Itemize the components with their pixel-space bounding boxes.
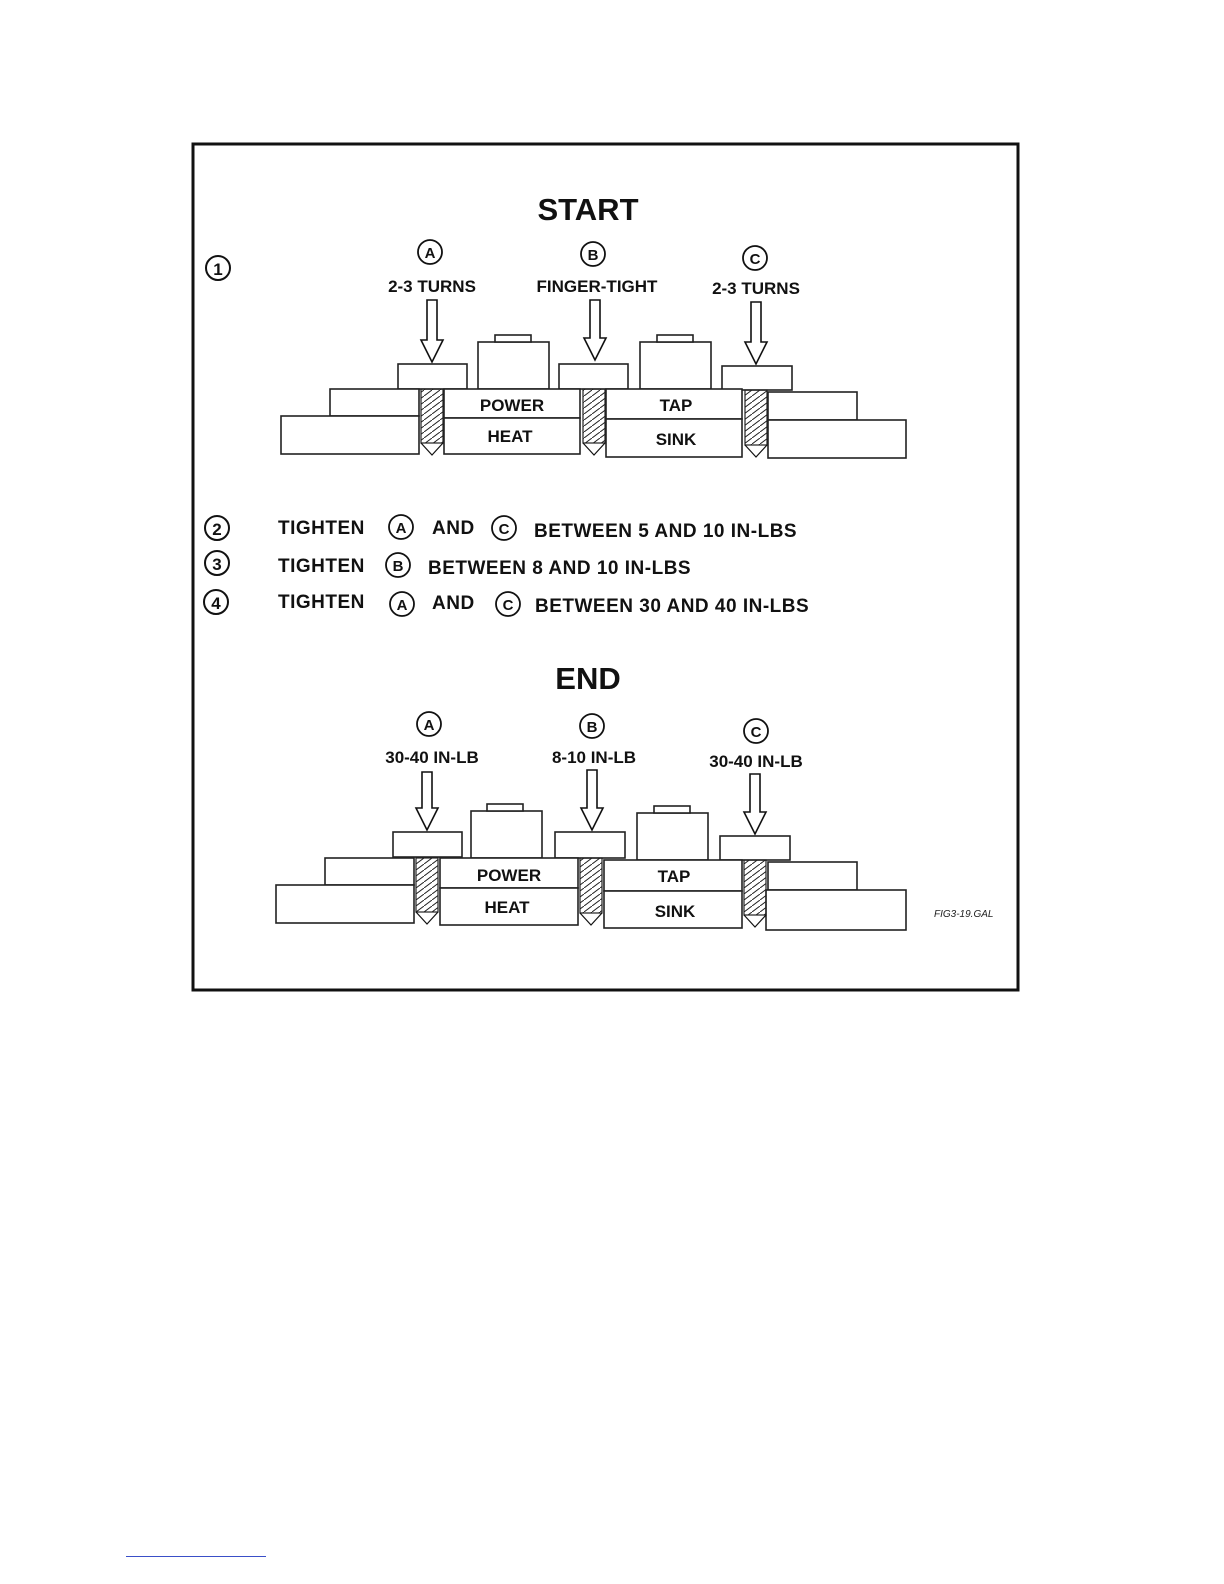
start-component-left xyxy=(478,342,549,389)
start-power-label: POWER xyxy=(480,396,544,415)
start-screw-shaft-b xyxy=(583,389,605,443)
end-tap-label: TAP xyxy=(658,867,691,886)
step-4-text-between: BETWEEN 30 AND 40 IN-LBS xyxy=(535,596,809,617)
start-screw-b-letter: B xyxy=(588,247,599,264)
end-title: END xyxy=(555,661,620,696)
end-arrow-a xyxy=(416,772,438,830)
start-component-right xyxy=(640,342,711,389)
start-tap-label: TAP xyxy=(660,396,693,415)
start-screw-shaft-c xyxy=(745,390,767,445)
start-assembly: POWER HEAT TAP SINK xyxy=(281,335,906,458)
end-screw-shaft-b xyxy=(580,858,602,913)
step-2-circle-a: A xyxy=(396,520,407,537)
end-heat-label: HEAT xyxy=(484,898,530,917)
start-screw-callouts: A 2-3 TURNS B FINGER-TIGHT C 2-3 TURNS xyxy=(388,240,800,298)
end-screw-shaft-c xyxy=(744,860,766,915)
end-screw-c-letter: C xyxy=(751,724,762,741)
step-2-text-between: BETWEEN 5 AND 10 IN-LBS xyxy=(534,521,797,542)
end-screw-b-letter: B xyxy=(587,719,598,736)
start-sink-label: SINK xyxy=(656,430,697,449)
step-2-circle-c: C xyxy=(499,521,510,538)
end-sink-label: SINK xyxy=(655,902,696,921)
step-3-row: 3 TIGHTEN B BETWEEN 8 AND 10 IN-LBS xyxy=(205,551,691,579)
figure-id: FIG3-19.GAL xyxy=(934,909,993,920)
start-screw-head-c xyxy=(722,366,792,390)
start-screw-c-label: 2-3 TURNS xyxy=(712,279,800,298)
start-arrow-a xyxy=(421,300,443,362)
start-title: START xyxy=(537,192,638,227)
start-screw-a-letter: A xyxy=(425,245,436,262)
end-screw-head-a xyxy=(393,832,462,857)
step-4-row: 4 TIGHTEN A AND C BETWEEN 30 AND 40 IN-L… xyxy=(204,590,809,617)
end-arrow-b xyxy=(581,770,603,830)
end-screw-shaft-a xyxy=(416,858,438,912)
end-component-left xyxy=(471,811,542,858)
end-screw-callouts: A 30-40 IN-LB B 8-10 IN-LB C 30-40 IN-LB xyxy=(385,712,803,771)
step-3-number: 3 xyxy=(212,555,221,574)
end-assembly: POWER HEAT TAP SINK xyxy=(276,804,906,930)
step-3-circle-b: B xyxy=(393,558,404,575)
start-screw-head-a xyxy=(398,364,467,389)
end-arrow-c xyxy=(744,774,766,834)
end-component-right xyxy=(637,813,708,860)
start-screw-c-letter: C xyxy=(750,251,761,268)
start-screw-head-b xyxy=(559,364,628,389)
step-3-text-between: BETWEEN 8 AND 10 IN-LBS xyxy=(428,558,691,579)
step-2-row: 2 TIGHTEN A AND C BETWEEN 5 AND 10 IN-LB… xyxy=(205,515,797,542)
end-arrows xyxy=(416,770,766,834)
step-2-text-and: AND xyxy=(432,518,475,539)
start-heat-label: HEAT xyxy=(487,427,533,446)
step-4-text-tighten: TIGHTEN xyxy=(278,592,365,613)
step-4-circle-c: C xyxy=(503,597,514,614)
step-3-text-tighten: TIGHTEN xyxy=(278,556,365,577)
step-4-text-and: AND xyxy=(432,593,475,614)
step-2-number: 2 xyxy=(212,520,221,539)
start-arrows xyxy=(421,300,767,364)
end-screw-c-label: 30-40 IN-LB xyxy=(709,752,803,771)
end-screw-head-c xyxy=(720,836,790,860)
start-screw-a-label: 2-3 TURNS xyxy=(388,277,476,296)
step-1-number: 1 xyxy=(213,260,222,279)
start-screw-b-label: FINGER-TIGHT xyxy=(537,277,658,296)
start-arrow-c xyxy=(745,302,767,364)
end-screw-a-letter: A xyxy=(424,717,435,734)
footnote-separator xyxy=(126,1556,266,1557)
step-4-number: 4 xyxy=(211,594,221,613)
start-screw-shaft-a xyxy=(421,389,443,443)
step-4-circle-a: A xyxy=(397,597,408,614)
end-power-label: POWER xyxy=(477,866,541,885)
end-screw-a-label: 30-40 IN-LB xyxy=(385,748,479,767)
end-screw-b-label: 8-10 IN-LB xyxy=(552,748,636,767)
step-2-text-tighten: TIGHTEN xyxy=(278,518,365,539)
end-screw-head-b xyxy=(555,832,625,858)
step-1-marker: 1 xyxy=(206,256,230,280)
start-arrow-b xyxy=(584,300,606,360)
